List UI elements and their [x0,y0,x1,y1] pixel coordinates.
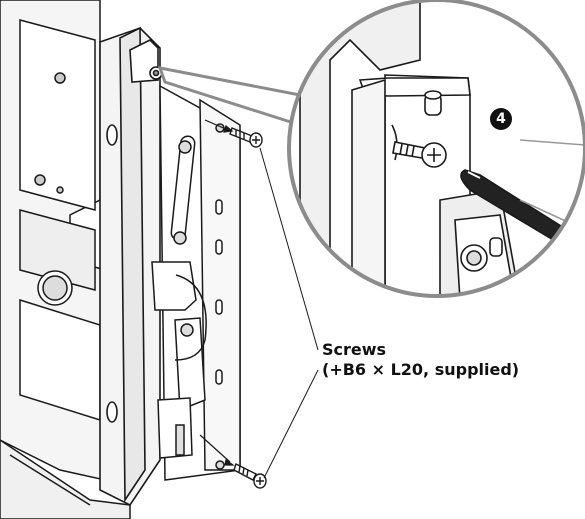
vesa-hole [54,72,66,84]
insertion-arrows [199,119,235,466]
upper-screw [229,127,263,148]
mounting-bracket [99,26,163,507]
tv-rear-panel [0,0,131,519]
step-4-badge: 4 [490,108,512,130]
screw-leader-lines [259,147,319,479]
screws-spec-label: (+B6 × L20, supplied) [322,360,520,379]
screws-label: Screws [322,340,387,359]
arm-assembly [151,84,241,481]
magnified-detail [287,0,585,298]
lower-screw [233,463,267,489]
